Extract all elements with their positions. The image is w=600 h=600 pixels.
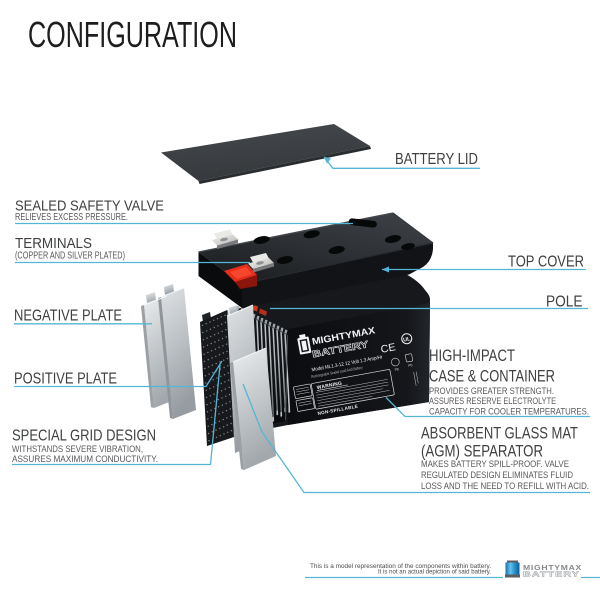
svg-text:ASSURES RESERVE ELECTROLYTE: ASSURES RESERVE ELECTROLYTE	[429, 396, 556, 407]
svg-text:CONFIGURATION: CONFIGURATION	[28, 14, 237, 55]
svg-text:It is not an actual depiction: It is not an actual depiction of said ba…	[378, 569, 491, 576]
svg-text:CE: CE	[380, 341, 397, 356]
svg-text:BATTERY: BATTERY	[523, 570, 580, 579]
svg-text:HIGH-IMPACT: HIGH-IMPACT	[429, 347, 515, 365]
svg-text:MIGHTYMAX: MIGHTYMAX	[523, 565, 582, 572]
svg-text:REGULATED DESIGN ELIMINATES FL: REGULATED DESIGN ELIMINATES FLUID	[421, 470, 573, 481]
svg-text:UL: UL	[403, 336, 412, 343]
svg-text:WARNING: WARNING	[316, 381, 342, 392]
svg-text:CASE & CONTAINER: CASE & CONTAINER	[429, 368, 555, 386]
svg-text:Pb: Pb	[394, 367, 399, 372]
svg-text:CAPACITY FOR COOLER TEMPERATUR: CAPACITY FOR COOLER TEMPERATURES.	[429, 407, 589, 418]
svg-text:BATTERY LID: BATTERY LID	[395, 151, 478, 168]
svg-text:LOSS AND THE NEED TO REFILL WI: LOSS AND THE NEED TO REFILL WITH ACID.	[421, 481, 589, 492]
svg-text:RELIEVES EXCESS PRESSURE.: RELIEVES EXCESS PRESSURE.	[15, 212, 128, 223]
svg-text:Pb: Pb	[408, 363, 413, 368]
svg-text:WITHSTANDS SEVERE VIBRATION,: WITHSTANDS SEVERE VIBRATION,	[12, 444, 143, 455]
svg-text:TERMINALS: TERMINALS	[15, 235, 92, 252]
svg-text:MAKES BATTERY SPILL-PROOF. VAL: MAKES BATTERY SPILL-PROOF. VALVE	[421, 459, 569, 470]
svg-text:(COPPER AND SILVER PLATED): (COPPER AND SILVER PLATED)	[15, 251, 125, 262]
svg-text:ABSORBENT GLASS MAT: ABSORBENT GLASS MAT	[421, 425, 578, 443]
svg-text:NEGATIVE PLATE: NEGATIVE PLATE	[14, 307, 122, 324]
svg-text:POSITIVE PLATE: POSITIVE PLATE	[14, 370, 117, 387]
svg-text:(AGM) SEPARATOR: (AGM) SEPARATOR	[421, 443, 543, 461]
svg-text:ASSURES MAXIMUM CONDUCTIVITY.: ASSURES MAXIMUM CONDUCTIVITY.	[12, 454, 158, 465]
svg-text:SEALED SAFETY VALVE: SEALED SAFETY VALVE	[15, 198, 164, 215]
svg-text:This is a model representation: This is a model representation of the co…	[310, 563, 491, 570]
svg-text:TOP COVER: TOP COVER	[508, 254, 584, 271]
svg-text:PROVIDES GREATER STRENGTH.: PROVIDES GREATER STRENGTH.	[429, 386, 554, 397]
svg-text:SPECIAL GRID DESIGN: SPECIAL GRID DESIGN	[12, 427, 156, 444]
svg-text:POLE: POLE	[546, 294, 583, 311]
